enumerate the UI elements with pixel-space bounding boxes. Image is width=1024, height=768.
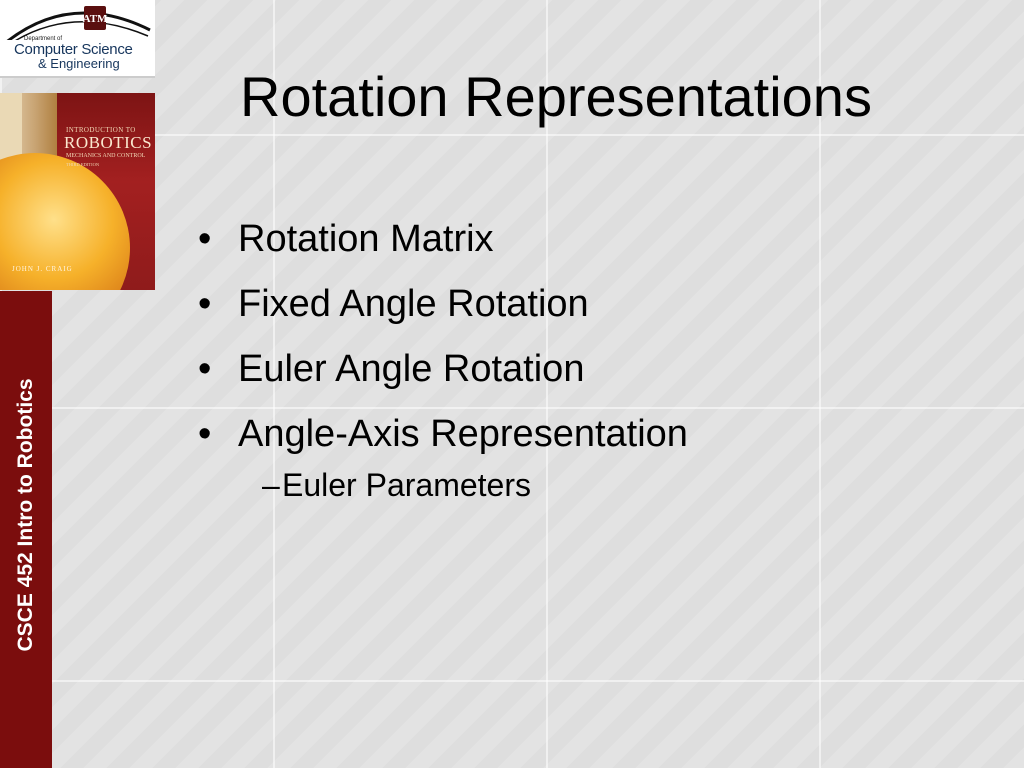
bullet-text: Rotation Matrix — [238, 218, 494, 260]
course-sidebar — [0, 291, 52, 768]
bullet-text: Euler Angle Rotation — [238, 348, 585, 390]
logo-arc-graphic: ATM — [6, 6, 151, 40]
logo-department-label: Department of — [24, 36, 63, 42]
book-title-line-1: INTRODUCTION TO — [66, 126, 136, 134]
bullet-item: • Fixed Angle Rotation — [198, 280, 688, 345]
logo-computer-science: Computer Science — [14, 41, 133, 58]
sub-bullet-item: –Euler Parameters — [198, 463, 688, 513]
bullet-marker: • — [198, 413, 212, 455]
book-title-line-4: THIRD EDITION — [66, 162, 100, 167]
logo-engineering: & Engineering — [38, 56, 120, 71]
bullet-item: • Rotation Matrix — [198, 215, 688, 280]
bullet-marker: • — [198, 218, 212, 260]
bullet-text: Angle-Axis Representation — [238, 413, 688, 455]
book-title-line-3: MECHANICS AND CONTROL — [66, 153, 146, 159]
department-logo: ATM Department of Computer Science & Eng… — [0, 0, 155, 78]
bullet-marker: • — [198, 283, 212, 325]
book-title-line-2: ROBOTICS — [64, 133, 153, 152]
book-author: JOHN J. CRAIG — [12, 265, 73, 273]
sub-bullet-text: Euler Parameters — [282, 467, 531, 503]
slide-title: Rotation Representations — [240, 65, 872, 128]
bullet-text: Fixed Angle Rotation — [238, 283, 589, 325]
bullet-list: • Rotation Matrix • Fixed Angle Rotation •… — [198, 215, 688, 513]
textbook-cover-image: INTRODUCTION TO ROBOTICS MECHANICS AND C… — [0, 93, 155, 290]
bullet-marker: • — [198, 348, 212, 390]
bullet-item: • Euler Angle Rotation — [198, 345, 688, 410]
logo-emblem-text: ATM — [83, 13, 108, 25]
bullet-item: • Angle-Axis Representation — [198, 410, 688, 475]
course-sidebar-label: CSCE 452 Intro to Robotics — [14, 378, 37, 652]
sub-bullet-marker: – — [262, 467, 280, 503]
